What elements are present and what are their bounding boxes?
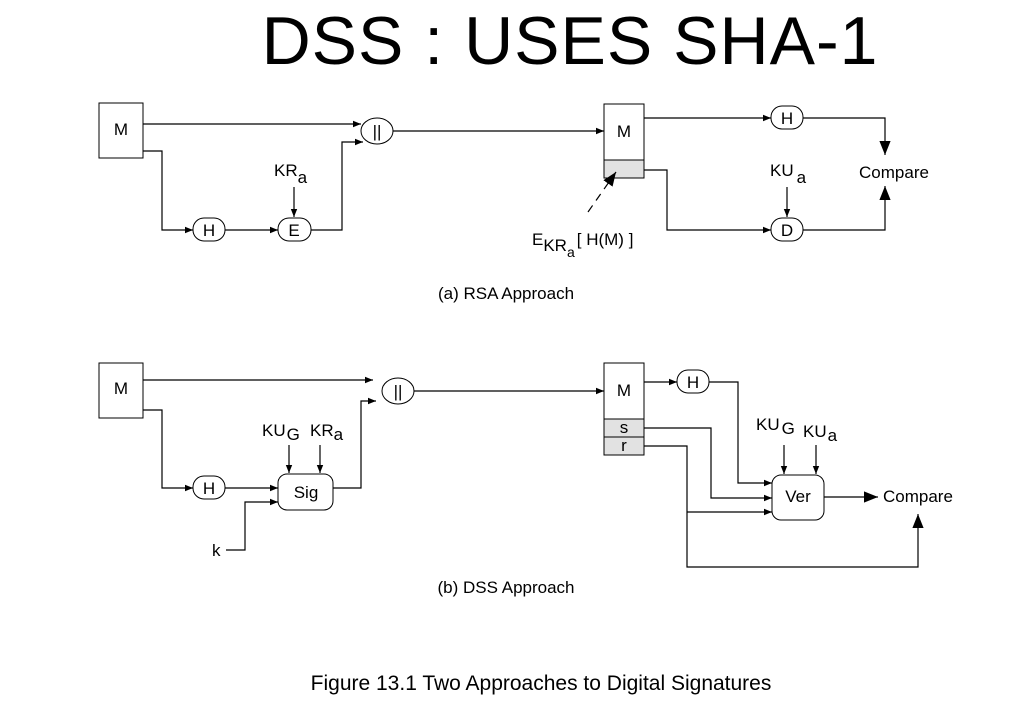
rsa-m-to-hash-arrow [143, 150, 193, 234]
dss-sign-label: Sig [294, 483, 319, 502]
dss-receiver-message-label: M [617, 381, 631, 400]
dss-random-k-label: k [212, 541, 221, 560]
dss-m-to-hash-arrow [143, 409, 193, 492]
rsa-private-key-label: KRa [274, 161, 308, 187]
dss-receiver-hash-label: H [687, 373, 699, 392]
rsa-approach: M H E KRa || M EKRa[ H(M) ] H [98, 102, 929, 303]
dss-global-key-label: KUG [262, 421, 300, 444]
rsa-receiver-message-label: M [617, 122, 631, 141]
rsa-encrypt-to-concat-arrow [311, 138, 363, 231]
dss-private-key-label: KRa [310, 421, 344, 444]
dss-approach: M H Sig KUG KRa k || M s r H [98, 362, 953, 597]
dss-ver-public-key-label: KUa [803, 422, 838, 445]
rsa-decrypt-to-compare-arrow [803, 186, 891, 231]
rsa-receiver-hash-label: H [781, 109, 793, 128]
dss-compare-label: Compare [883, 487, 953, 506]
dss-s-label: s [620, 418, 629, 437]
slide-title: DSS : USES SHA-1 [261, 3, 879, 79]
dss-sign-to-concat-arrow [333, 397, 376, 489]
dss-message-box [98, 362, 144, 419]
dss-verify-label: Ver [785, 487, 811, 506]
dss-hash-label: H [203, 479, 215, 498]
figure-caption: Figure 13.1 Two Approaches to Digital Si… [311, 672, 772, 695]
dss-r-label: r [621, 436, 627, 455]
rsa-concat-label: || [373, 122, 382, 141]
rsa-signature-to-decrypt-arrow [644, 169, 771, 234]
dss-message-label: M [114, 379, 128, 398]
dss-sign-node [277, 473, 334, 511]
rsa-decrypt-label: D [781, 221, 793, 240]
dss-k-to-sign-arrow [226, 498, 278, 551]
rsa-signature-label: EKRa[ H(M) ] [532, 230, 633, 260]
rsa-encrypt-label: E [288, 221, 299, 240]
dss-s-to-verify-arrow [644, 427, 772, 502]
rsa-caption: (a) RSA Approach [438, 284, 574, 303]
rsa-hash-to-compare-arrow [803, 117, 891, 155]
rsa-compare-label: Compare [859, 163, 929, 182]
dss-r-to-compare-arrow [644, 445, 924, 568]
rsa-message-label: M [114, 120, 128, 139]
rsa-message-box [98, 102, 144, 159]
rsa-signature-block [603, 159, 645, 179]
dss-concat-label: || [394, 382, 403, 401]
dss-hash-to-verify-arrow [709, 381, 772, 487]
dss-receiver-message-box [603, 362, 645, 420]
dss-caption: (b) DSS Approach [437, 578, 574, 597]
rsa-hash-label: H [203, 221, 215, 240]
